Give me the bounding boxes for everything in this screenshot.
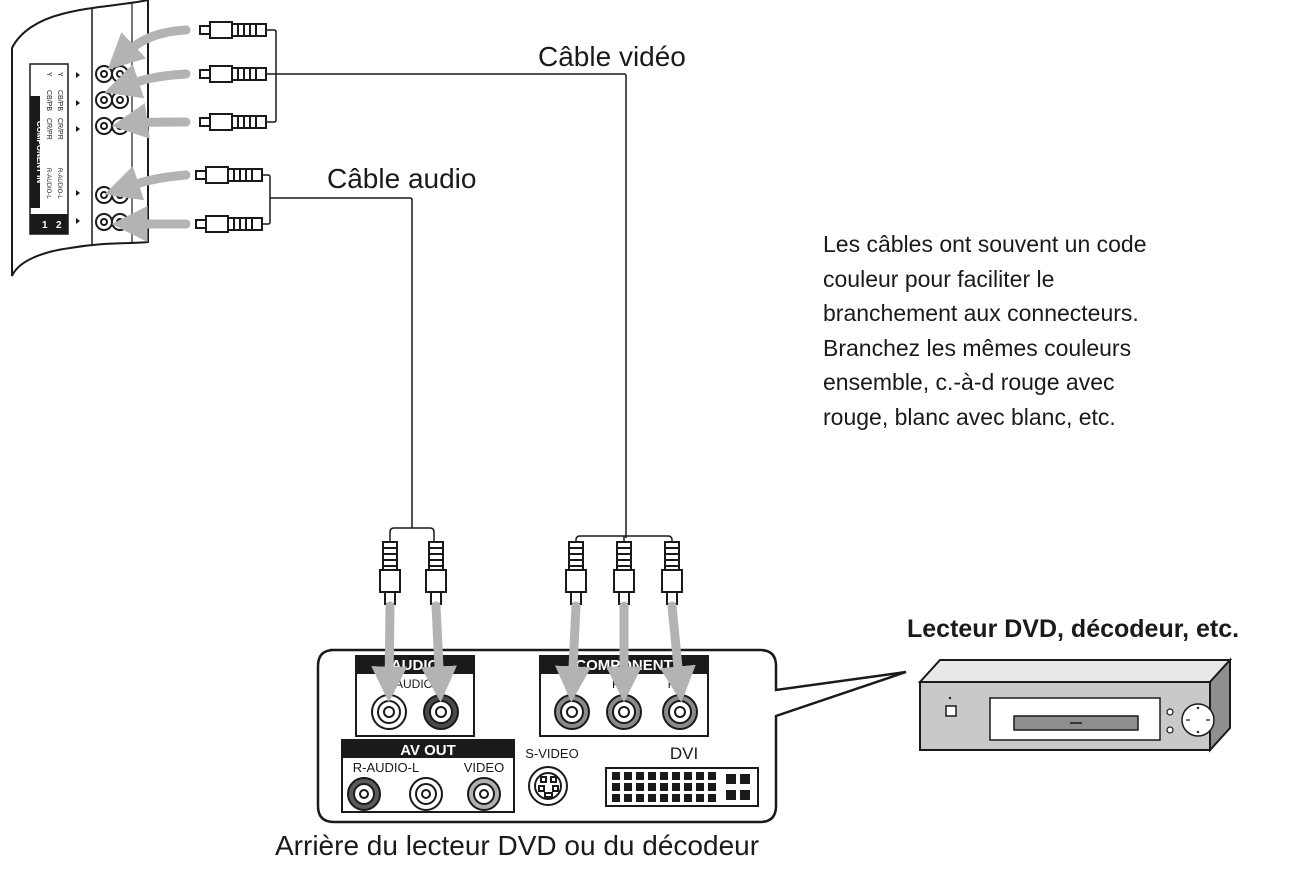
audio-label-1: R-AUDIO-L [45, 168, 51, 199]
rear-panel-caption: Arrière du lecteur DVD ou du décodeur [275, 830, 760, 861]
rear-audio-jacks [371, 694, 459, 730]
note-line: Les câbles ont souvent un code [823, 231, 1147, 257]
row-label-cr: CR/PR [45, 118, 52, 140]
row-label-y: Y [45, 72, 52, 77]
input-number-2: 2 [56, 220, 62, 231]
rear-connection-arrows [371, 601, 696, 703]
tv-connection-arrows [104, 25, 191, 242]
note-line: Branchez les mêmes couleurs [823, 334, 1132, 361]
audio-label-2: R-AUDIO-L [56, 168, 62, 199]
tv-side-plugs [195, 21, 267, 233]
audio-group-title: AUDIO [391, 657, 440, 674]
cable-wires [262, 29, 673, 542]
note-line: couleur pour faciliter le [823, 265, 1055, 292]
svideo-label: S-VIDEO [525, 746, 578, 761]
dvd-rear-panel: AUDIO L-AUDIO-R COMPONENT Y PB PR AV OUT… [316, 648, 907, 824]
row-label-cr-2: CR/PR [56, 118, 63, 140]
row-label-cb-2: CB/PB [56, 90, 63, 111]
svideo-jack [528, 766, 568, 806]
note-line: ensemble, c.-à-d rouge avec [823, 369, 1115, 395]
component-in-label: COMPONENT IN [35, 121, 44, 183]
rear-avout-jacks [347, 777, 501, 811]
video-cable-label: Câble vidéo [538, 41, 686, 72]
color-code-note: Les câbles ont souvent un code couleur p… [823, 227, 1263, 434]
dvd-player [917, 657, 1233, 753]
rear-component-jacks [554, 694, 698, 730]
row-label-y-2: Y [56, 72, 63, 77]
input-number-1: 1 [42, 220, 48, 231]
dvi-port [605, 767, 759, 807]
note-line: branchement aux connecteurs. [823, 300, 1139, 326]
av-out-video-label: VIDEO [464, 760, 504, 775]
tv-input-panel: COMPONENT IN Y CB/PB CR/PR Y CB/PB CR/PR… [11, 0, 149, 277]
av-out-audio-label: R-AUDIO-L [353, 760, 419, 775]
audio-cable-label: Câble audio [327, 163, 477, 194]
note-line: rouge, blanc avec blanc, etc. [823, 403, 1116, 430]
dvi-label: DVI [670, 744, 698, 763]
row-label-cb: CB/PB [45, 90, 52, 111]
av-out-title: AV OUT [400, 742, 456, 759]
dvd-player-label: Lecteur DVD, décodeur, etc. [907, 615, 1240, 643]
vertical-plugs [379, 541, 683, 605]
